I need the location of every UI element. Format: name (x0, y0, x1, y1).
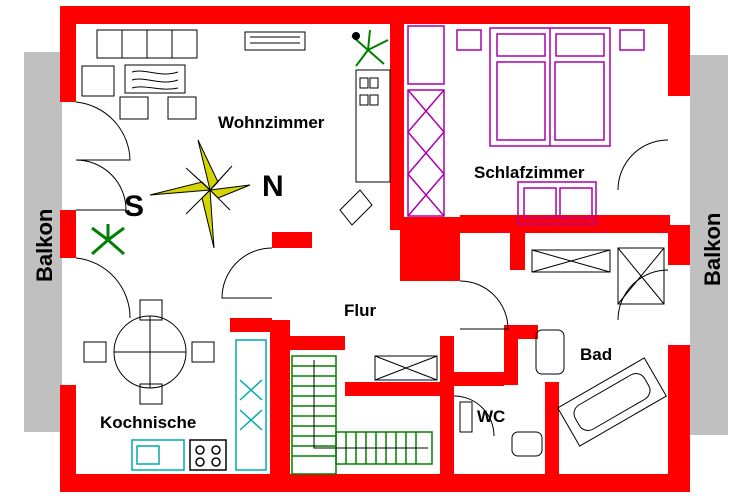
interior-walls (230, 20, 670, 477)
room-label-wc: WC (477, 407, 505, 426)
shelf (244, 31, 306, 51)
kitchen-furniture (131, 339, 267, 471)
plant-living-room-icon (351, 29, 389, 67)
balcony-label-left: Balkon (32, 209, 57, 282)
compass-south-label: S (124, 190, 144, 223)
bathroom-sink (535, 329, 565, 375)
washbasin-bedroom (517, 181, 597, 225)
door-swings (75, 101, 669, 437)
plant-balcony-icon (91, 224, 125, 256)
kitchen-counter (235, 339, 267, 471)
armchair-bottom-right (167, 96, 197, 120)
hallway-cabinet (374, 355, 438, 381)
room-label-schlafzimmer: Schlafzimmer (474, 163, 585, 182)
wc-furniture (459, 401, 543, 457)
compass-north-label: N (262, 170, 284, 203)
compass-star-icon (149, 139, 251, 249)
stairs (291, 355, 433, 475)
armchair-left (81, 65, 115, 97)
bathtub (557, 357, 667, 447)
shower (617, 247, 665, 305)
outer-walls (60, 6, 690, 492)
stove (189, 439, 227, 471)
bathroom-cabinet (531, 249, 611, 273)
kitchen-sink (131, 439, 185, 471)
coffee-table (124, 64, 186, 94)
dining-table (83, 299, 215, 405)
wardrobe-top (407, 25, 445, 85)
cabinet (355, 69, 391, 183)
room-label-flur: Flur (344, 301, 376, 320)
toilet (459, 401, 473, 433)
bathroom-furniture (531, 247, 667, 447)
balcony-left (24, 52, 62, 432)
nightstand-left (456, 29, 482, 51)
bedroom-furniture (407, 25, 645, 225)
armchair-bottom-left (119, 96, 149, 120)
balcony-right (690, 55, 728, 435)
room-label-wohnzimmer: Wohnzimmer (218, 113, 325, 132)
hallway-furniture (374, 355, 438, 381)
room-label-bad: Bad (580, 345, 612, 364)
wardrobe (407, 89, 445, 217)
balcony-label-right: Balkon (700, 213, 725, 286)
living-room-furniture (81, 29, 391, 226)
wc-sink (511, 431, 543, 457)
nightstand-right (619, 29, 645, 51)
room-label-kochnische: Kochnische (100, 413, 196, 432)
